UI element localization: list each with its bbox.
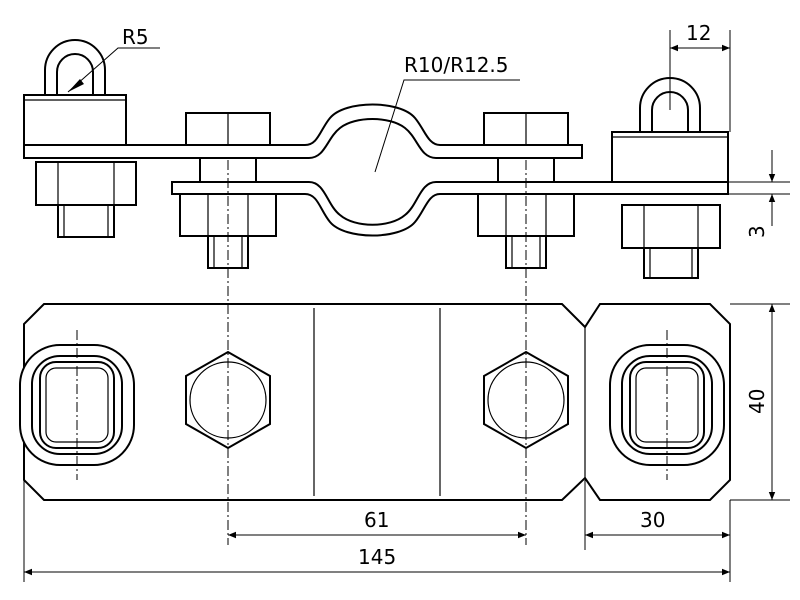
dim-40-label: 40 <box>745 389 769 414</box>
lower-strap <box>171 181 729 237</box>
dim-30-extensions <box>584 480 731 582</box>
pipe-saddle-lines <box>313 308 441 496</box>
top-view: 40 61 30 145 <box>19 160 790 582</box>
dim-3-extensions <box>728 181 790 195</box>
left-clamp <box>23 39 137 238</box>
r10-label: R10/R12.5 <box>404 53 509 77</box>
dim-61-label: 61 <box>364 508 389 532</box>
dim-12-label: 12 <box>686 21 711 45</box>
dim-40-extensions <box>730 303 790 501</box>
dim-3-label: 3 <box>745 225 769 238</box>
side-view: R5 R10/R12.5 12 3 <box>23 21 790 279</box>
plate-outline <box>23 303 731 501</box>
r10-leader <box>374 79 520 173</box>
r5-arrowhead <box>68 79 84 92</box>
upper-strap <box>23 103 583 159</box>
r5-label: R5 <box>122 25 149 49</box>
dim-30-label: 30 <box>640 508 665 532</box>
dim-12-extensions <box>669 30 731 132</box>
r5-leader <box>67 47 160 93</box>
dim-145-label: 145 <box>358 545 396 569</box>
